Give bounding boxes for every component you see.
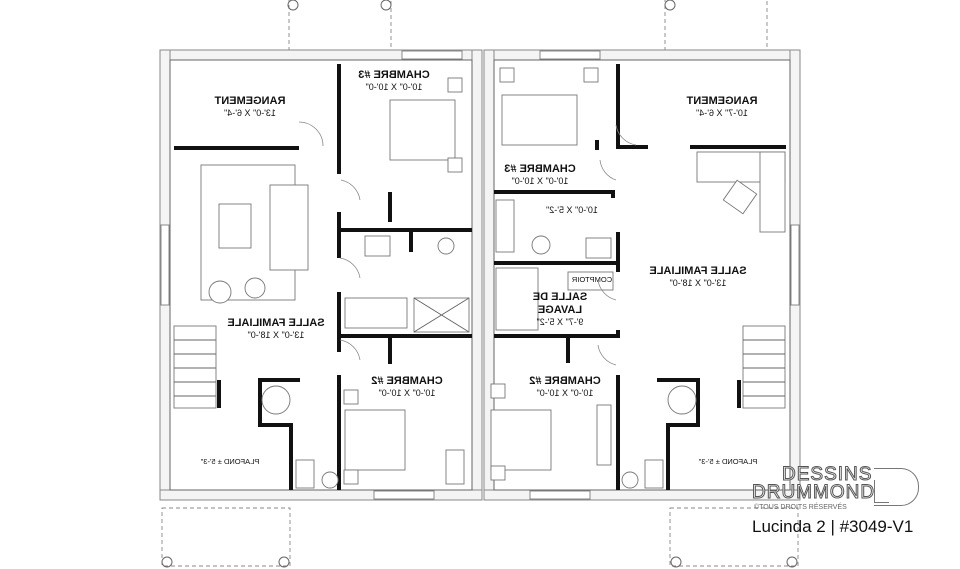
ceiling-note: PLAFOND ± 5'-3" [200, 457, 259, 466]
ceiling-note: PLAFOND ± 5'-3" [698, 457, 757, 466]
room-dim: 10'-0" X 10'-0" [379, 388, 436, 398]
room-dim: 13'-0" X 6'-4" [224, 108, 276, 118]
counter-label: COMPTOIR [571, 275, 612, 284]
porch-bottom [161, 507, 799, 568]
room-dim: 13'-0" X 18'-0" [670, 278, 727, 288]
room-dim: 13'-0" X 18'-0" [248, 330, 305, 340]
porch-top [287, 0, 768, 53]
brand-line1: DESSINS [781, 464, 873, 486]
doors [298, 121, 637, 366]
room-label: CHAMBRE #2 [529, 375, 601, 387]
room-dim: 10'-0" X 5'-2" [546, 205, 598, 215]
room-label: SALLE FAMILIALE [649, 265, 746, 277]
right-unit-walls [494, 64, 786, 490]
room-label: CHAMBRE #3 [358, 69, 430, 81]
room-label: SALLE DE [533, 291, 587, 303]
room-label: CHAMBRE #2 [371, 375, 443, 387]
left-unit-walls [174, 64, 472, 490]
room-dim: 10'-0" X 10'-0" [512, 176, 569, 186]
logo-mark-icon [874, 468, 919, 506]
room-dim: 10'-0" X 10'-0" [366, 82, 423, 92]
brand-line2: DRUMMOND [751, 482, 876, 504]
brand-logo: DESSINS DRUMMOND ©TOUS DROITS RÉSERVÉS L… [751, 462, 932, 542]
room-label: CHAMBRE #3 [504, 163, 576, 175]
plan-title: Lucinda 2 | #3049-V1 [752, 517, 914, 536]
room-label: RANGEMENT [686, 95, 757, 107]
copyright: ©TOUS DROITS RÉSERVÉS [754, 504, 847, 511]
left-unit-labels: RANGEMENT 13'-0" X 6'-4" CHAMBRE #3 10'-… [200, 69, 442, 466]
room-label: LAVAGE [538, 304, 582, 316]
right-unit-furniture [490, 67, 786, 489]
room-dim: 10'-0" X 10'-0" [537, 388, 594, 398]
right-unit-labels: CHAMBRE #3 10'-0" X 10'-0" 10'-0" X 5'-2… [504, 95, 757, 466]
left-unit-furniture [173, 77, 470, 489]
logo-step-icon [874, 480, 889, 503]
room-label: SALLE FAMILIALE [227, 317, 324, 329]
room-label: RANGEMENT [214, 95, 285, 107]
room-dim: 9'-7" X 5'-2" [537, 317, 584, 327]
room-dim: 10'-7" X 6'-4" [696, 108, 748, 118]
